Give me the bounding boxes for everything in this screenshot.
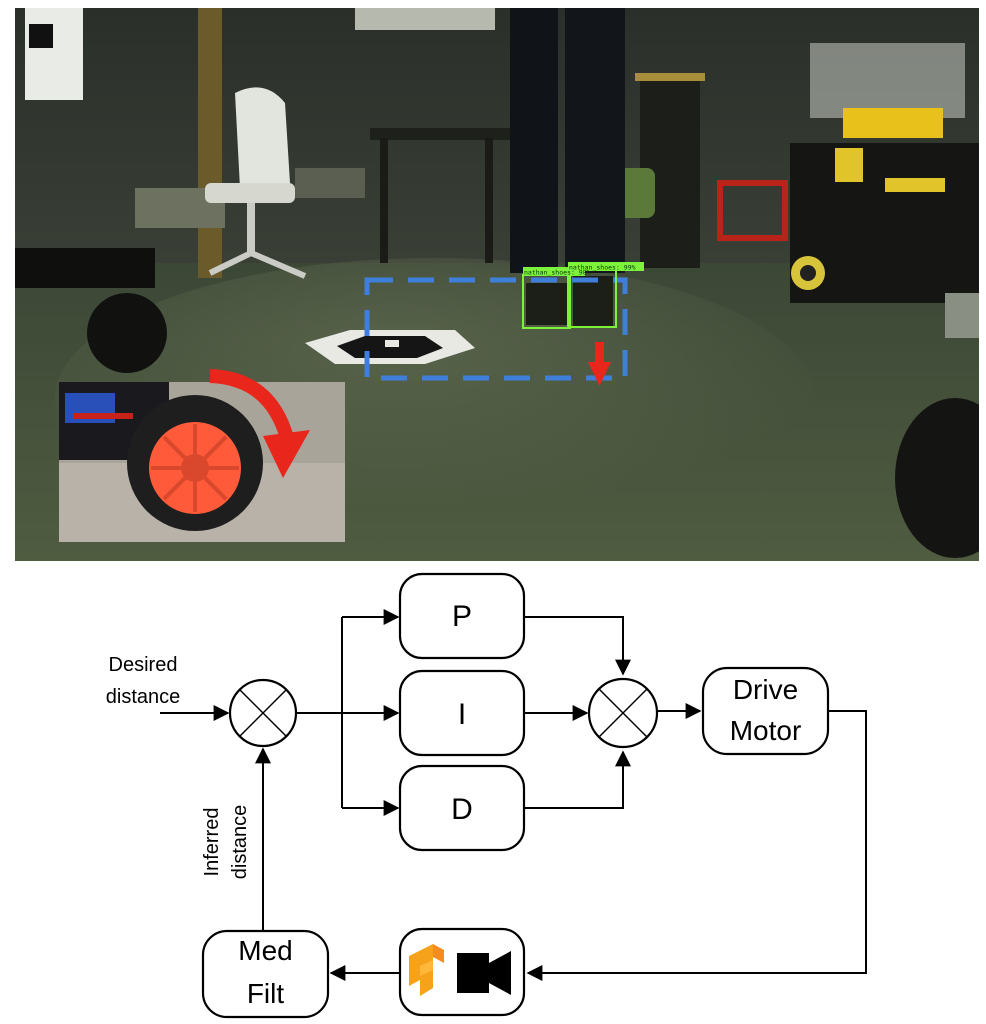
pid-control-diagram: Desired distance P I D Drive Motor — [106, 572, 867, 1019]
lab-bench-leg — [380, 138, 388, 263]
detection-label-bg — [523, 267, 585, 276]
toolbox-label — [885, 178, 945, 192]
median-filter-label: Med — [238, 935, 292, 966]
cart-base — [15, 248, 155, 288]
video-camera-icon — [457, 951, 511, 995]
foreground-object — [895, 398, 979, 558]
input-label: distance — [106, 686, 181, 708]
yellow-bin — [843, 108, 943, 138]
detection-label-left: nathan_shoes: 98% — [524, 269, 591, 277]
shoe-left — [526, 283, 571, 325]
feedback-label: Inferred — [201, 808, 223, 877]
car-wire — [73, 413, 133, 419]
drive-motor-label: Drive — [733, 674, 798, 705]
white-chair-stem — [247, 203, 255, 253]
floor-marker-cell — [385, 340, 399, 347]
summing-junction-1 — [228, 678, 298, 748]
wall-poster-marker — [29, 24, 53, 48]
toolbox-latch — [835, 148, 863, 182]
drive-motor-label: Motor — [730, 715, 802, 746]
detection-label-bg — [568, 262, 644, 271]
down-arrow-shaft — [595, 342, 604, 364]
floor-object — [945, 293, 979, 338]
feedback-line — [526, 710, 867, 981]
d-block-label: D — [451, 793, 473, 826]
input-label: Desired — [109, 654, 178, 676]
camera-view-photo: nathan_shoes: 98% nathan_shoes: 99% — [15, 8, 979, 561]
bench-equipment — [295, 168, 365, 198]
wheel-inset — [59, 369, 345, 542]
roi-box — [364, 277, 628, 381]
p-block-label: P — [452, 600, 472, 633]
tensorflow-icon — [409, 944, 444, 996]
summing-junction-2 — [587, 677, 659, 749]
rotation-arrow-head — [263, 430, 310, 478]
white-chair-seat — [205, 183, 295, 203]
d-output-line — [524, 750, 631, 809]
detection-label-right: nathan_shoes: 99% — [569, 264, 636, 272]
feedback-label: distance — [229, 805, 251, 880]
white-chair — [235, 87, 290, 192]
shoe-right — [573, 276, 613, 326]
toolbox-top-bin — [810, 43, 965, 118]
i-block-label: I — [458, 698, 466, 731]
toolbox-wheel-hub — [800, 265, 816, 281]
red-cart — [717, 180, 788, 241]
p-output-line — [524, 616, 631, 676]
ceiling-light — [355, 8, 495, 30]
white-chair-base — [208, 249, 307, 279]
wooden-pillar — [198, 8, 222, 278]
rotation-arrow — [209, 369, 294, 441]
median-filter-block — [201, 929, 330, 1019]
wall-poster — [25, 8, 83, 100]
cart-wheel — [87, 293, 167, 373]
person-leg-right — [565, 8, 625, 273]
lab-bench — [370, 128, 510, 140]
door-frame — [635, 73, 705, 81]
lab-bench-leg — [485, 138, 493, 263]
person-leg-left — [510, 8, 558, 273]
down-arrow-head — [588, 362, 611, 386]
median-filter-label: Filt — [247, 978, 285, 1009]
